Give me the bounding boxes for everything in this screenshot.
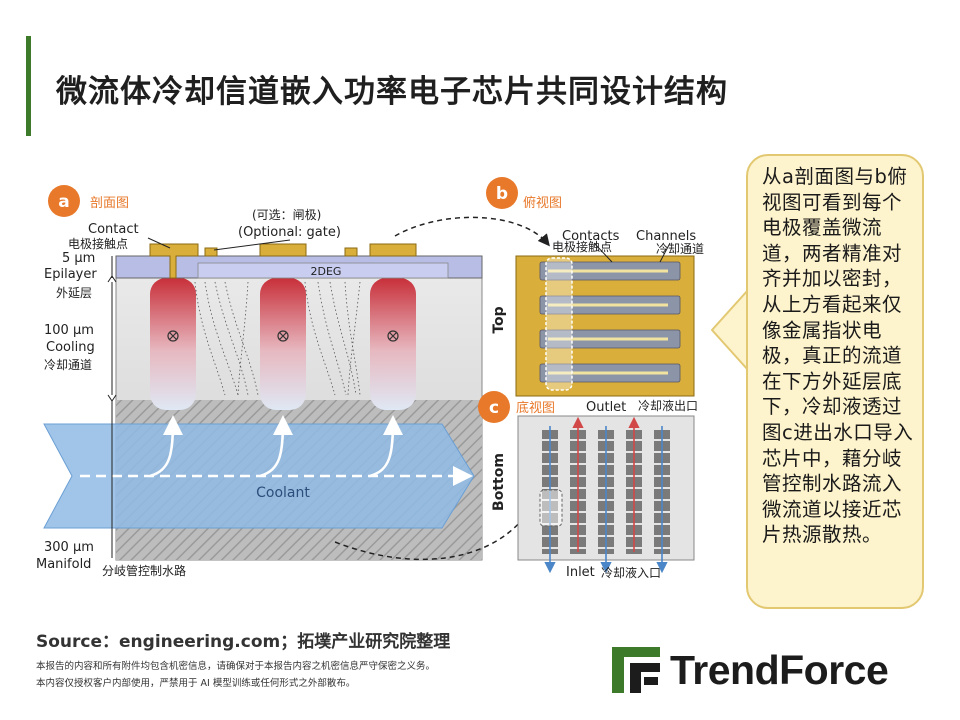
trendforce-logo-icon [612,647,660,693]
badge-b-letter: b [496,184,508,204]
leader-contacts [593,242,613,263]
label-dim-5: 5 μm [62,251,95,266]
label-dim-100-en: Cooling [46,340,95,355]
panel-a-cross-section: 2DEG Coolant Contact 电极接触点 (可 [36,185,483,578]
label-contacts-en: Contacts [562,229,620,244]
label-coolant: Coolant [256,485,310,501]
label-dim-300-cn: 分岐管控制水路 [102,563,186,578]
panel-b-top-view: Contacts 电极接触点 Channels 冷却通道 Top b 俯视图 [486,177,704,397]
brand-name: TrendForce [670,646,889,693]
panel-b-title: 俯视图 [523,195,562,211]
label-outlet-en: Outlet [586,400,626,415]
inlet-highlight-box [539,489,563,527]
connector-arrow-top [394,216,550,247]
upflow-arrows [149,415,403,478]
label-dim-5-cn: 外延层 [56,286,92,300]
leader-contact [147,237,171,249]
accent-bar [26,36,31,136]
label-dim-5-en: Epilayer [44,267,97,282]
2deg-strip [197,262,449,279]
label-bottom-side: Bottom [491,453,507,511]
cooling-channel-1 [150,278,196,410]
label-contact-en: Contact [88,222,139,237]
cooling-channel-3 [370,278,416,410]
label-dim-100-cn: 冷却通道 [44,358,92,372]
callout-box: 从a剖面图与b俯视图可看到每个电极覆盖微流道，两者精准对齐并加以密封，从上方看起… [746,154,924,609]
disclaimer-line-1: 本报告的内容和所有附件均包含机密信息，请确保对于本报告内容之机密信息严守保密之义… [36,661,436,672]
dimension-lines [107,256,117,558]
label-dim-300: 300 μm [44,540,94,555]
highlight-box [545,257,573,391]
label-inlet-cn: 冷却液入口 [601,565,661,580]
contacts [149,243,417,279]
leader-gate [213,239,291,251]
field-lines [194,281,361,396]
label-channels-cn: 冷却通道 [656,242,704,256]
outlet-arrows [572,416,640,552]
brand-logo: TrendForce [612,646,889,693]
finger-channels [548,269,668,375]
leader-channels [659,242,671,263]
badge-c-letter: c [489,398,499,418]
badge-c [478,391,510,423]
panel-c-title: 底视图 [516,400,555,416]
source-line: Source：engineering.com；拓墣产业研究院整理 [36,632,451,652]
label-top-side: Top [491,306,507,333]
panel-c-bottom-view: Bottom Outlet 冷却液出口 Inlet 冷却液入口 c 底视图 [478,391,698,580]
disclaimer-line-2: 本内容仅授权客户内部使用，严禁用于 AI 模型训练或任何形式之外部散布。 [36,678,356,689]
badge-b [486,177,518,209]
label-gate-cn: (可选：闸极) [252,208,321,222]
callout-pointer [711,289,749,371]
callout-text: 从a剖面图与b俯视图可看到每个电极覆盖微流道，两者精准对齐并加以密封，从上方看起… [762,165,914,547]
cooling-channel-2 [260,278,306,410]
label-outlet-cn: 冷却液出口 [638,398,698,413]
label-contact-cn: 电极接触点 [68,236,128,251]
label-dim-100: 100 μm [44,323,94,338]
label-gate-en: (Optional: gate) [238,225,341,240]
current-symbols [167,330,399,342]
badge-a [48,185,80,217]
label-contacts-cn: 电极接触点 [552,239,612,254]
label-channels-en: Channels [636,229,696,244]
label-inlet-en: Inlet [566,565,595,580]
panel-a-title: 剖面图 [90,196,129,211]
badge-a-letter: a [58,192,69,212]
label-2deg: 2DEG [311,265,342,278]
page-title: 微流体冷却信道嵌入功率电子芯片共同设计结构 [56,74,728,110]
label-dim-300-en: Manifold [36,557,91,572]
